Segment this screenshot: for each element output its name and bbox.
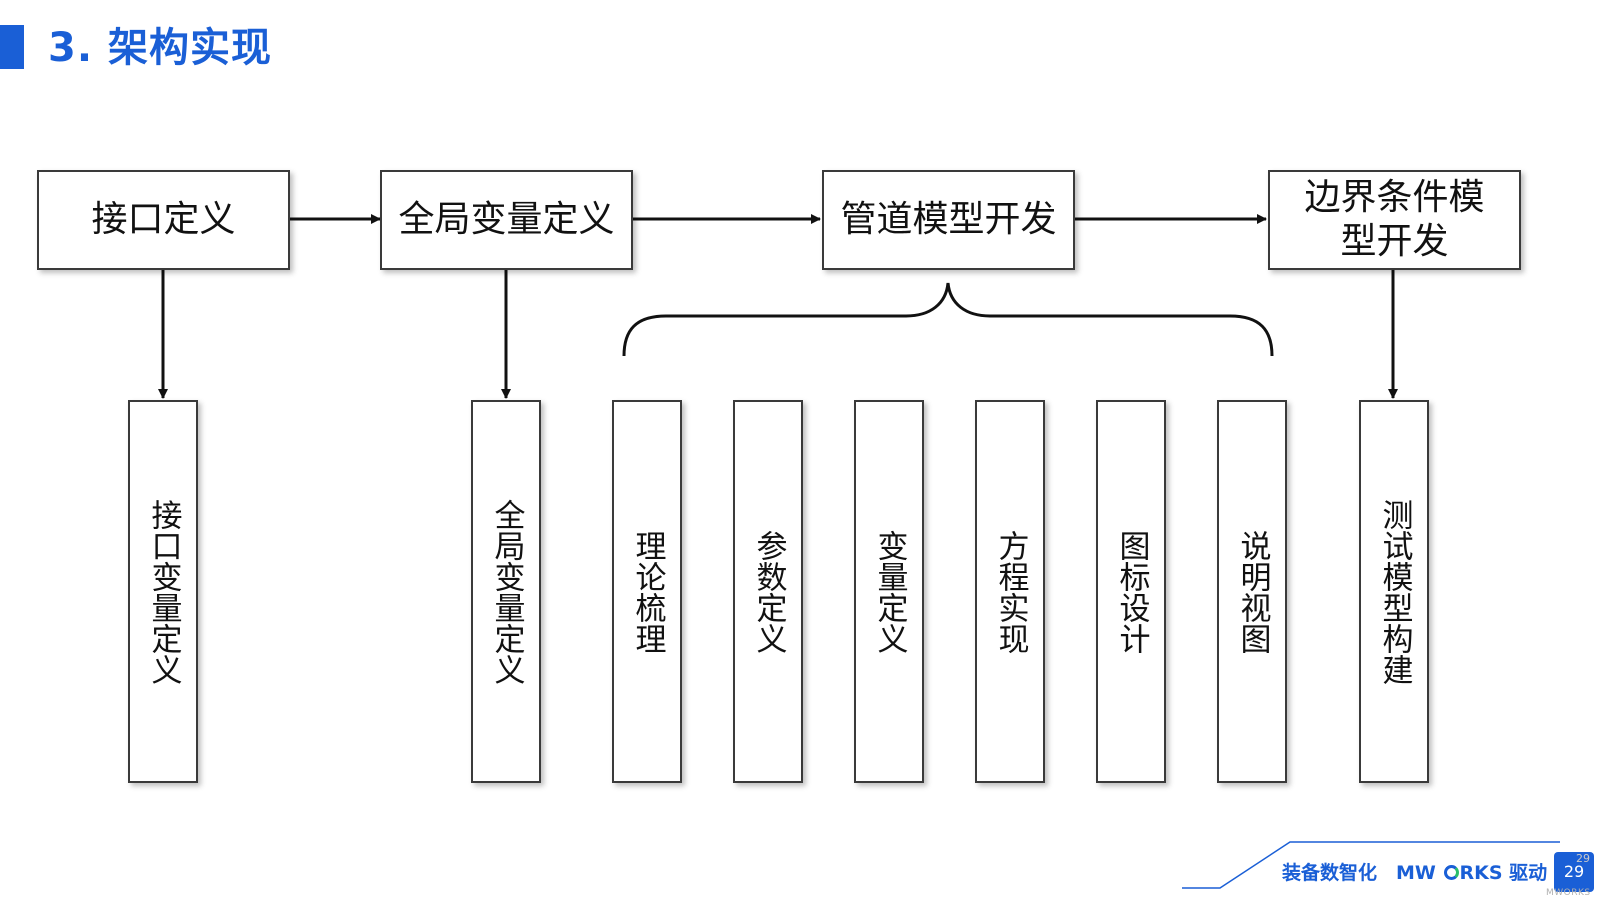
box-boundary-model-dev: 边界条件模型开发 [1268,170,1521,270]
box-var-def: 变量定义 [854,400,924,783]
page-number-ghost: 29 [1576,852,1590,865]
box-sub-global-var-def-label: 全局变量定义 [488,498,525,685]
box-interface-def-label: 接口定义 [91,199,236,240]
footer-brand-prefix: MW [1396,862,1436,884]
page-number-badge: 29 [1554,852,1594,892]
box-pipe-model-dev-label: 管道模型开发 [840,199,1057,240]
box-test-model-build-label: 测试模型构建 [1376,498,1413,685]
box-doc-view: 说明视图 [1217,400,1287,783]
page-title: 3. 架构实现 [48,25,272,71]
box-interface-var-def-label: 接口变量定义 [145,498,182,685]
footer-slogan: 装备数智化 [1282,862,1378,884]
box-param-def-label: 参数定义 [750,529,787,654]
box-icon-design: 图标设计 [1096,400,1166,783]
box-sub-global-var-def: 全局变量定义 [471,400,541,783]
box-global-var-def-label: 全局变量定义 [398,199,615,240]
box-global-var-def: 全局变量定义 [380,170,633,270]
box-interface-var-def: 接口变量定义 [128,400,198,783]
box-param-def: 参数定义 [733,400,803,783]
box-doc-view-label: 说明视图 [1234,529,1271,654]
footer-brand-suffix: RKS 驱动 [1459,862,1548,884]
footer-brand: MW RKS 驱动 [1396,860,1547,886]
box-pipe-model-dev: 管道模型开发 [822,170,1075,270]
box-theory-label: 理论梳理 [629,529,666,654]
mworks-logo-icon [1443,865,1459,880]
curly-brace [622,282,1274,357]
box-boundary-model-dev-label: 边界条件模型开发 [1304,177,1485,262]
box-var-def-label: 变量定义 [871,529,908,654]
box-test-model-build: 测试模型构建 [1359,400,1429,783]
box-interface-def: 接口定义 [37,170,290,270]
footer-small-brand: MWORKS [1546,888,1591,898]
box-equation-impl: 方程实现 [975,400,1045,783]
title-accent-bar [0,25,24,69]
box-icon-design-label: 图标设计 [1113,529,1150,654]
box-equation-impl-label: 方程实现 [992,529,1029,654]
box-theory: 理论梳理 [612,400,682,783]
